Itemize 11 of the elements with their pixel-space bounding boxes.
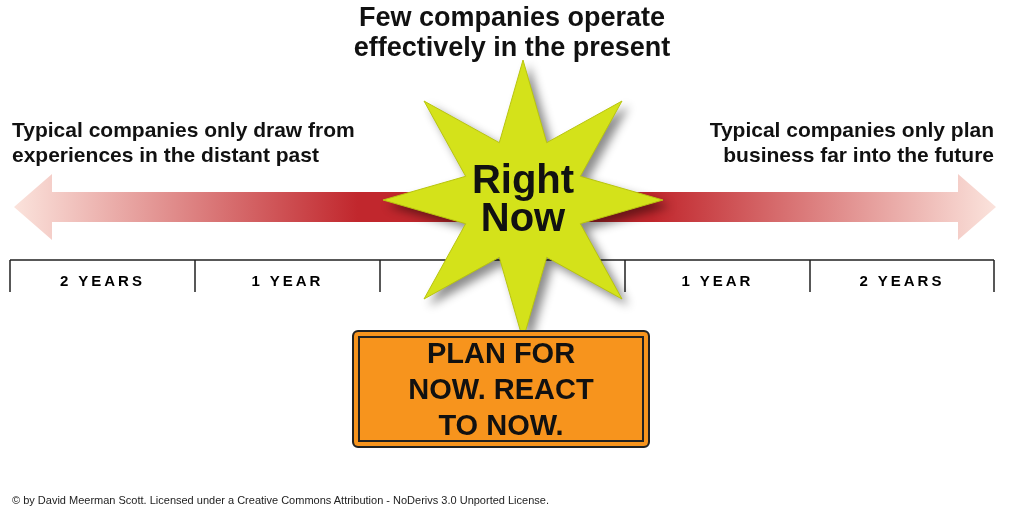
copyright-note: © by David Meerman Scott. Licensed under a Creative Commons Attribution - NoDerivs 3.0 Unported License. <box>12 494 549 506</box>
sign-box <box>352 330 650 448</box>
timeline-label: 2 YEARS <box>859 272 945 289</box>
timeline-label: 2 YEARS <box>60 272 145 289</box>
sign-text: PLAN FOR NOW. REACT TO NOW. <box>407 336 595 443</box>
annotation-text: Typical companies only plan business far into the future <box>708 117 994 167</box>
star-text: Right Now <box>470 160 576 236</box>
annotation-text: Typical companies only draw from experiences in the distant past <box>12 117 356 167</box>
timeline-label: 1 YEAR <box>681 272 754 289</box>
timeline-label: 1 YEAR <box>251 272 324 289</box>
title: Few companies operate effectively in the present <box>352 2 672 62</box>
